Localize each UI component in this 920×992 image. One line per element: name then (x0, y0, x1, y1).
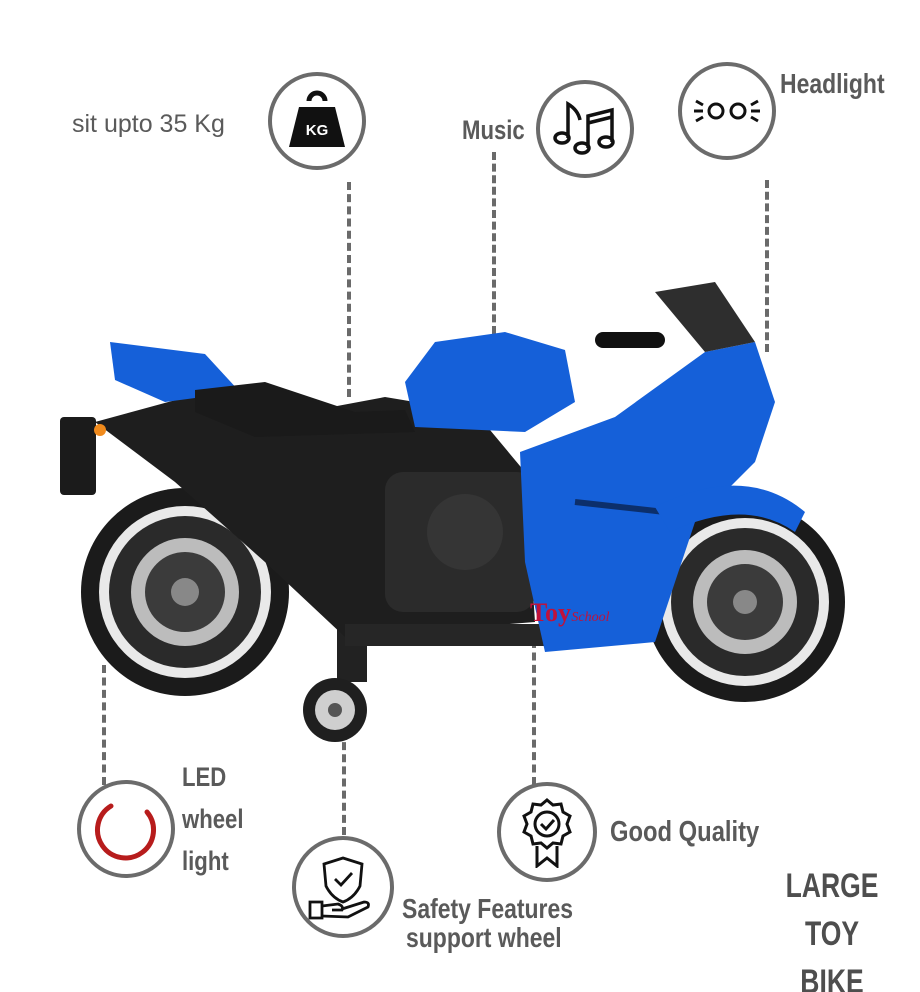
led-line1: LED (182, 762, 227, 792)
toy-motorbike-image (60, 282, 845, 742)
safety-connector (342, 730, 346, 835)
music-circle (536, 80, 634, 178)
quality-label: Good Quality (610, 816, 760, 848)
headlight-label: Headlight (780, 68, 885, 99)
safety-circle (292, 836, 394, 938)
music-connector (492, 152, 496, 334)
led-circle (77, 780, 175, 878)
product-title-line1: LARGE TOY (785, 867, 879, 953)
safety-line1: Safety Features (402, 893, 574, 924)
product-title: LARGE TOY BIKE (770, 862, 895, 992)
weight-badge: KG (306, 122, 329, 139)
music-notes-icon (553, 100, 615, 155)
led-connector (102, 665, 106, 785)
rear-wheel (81, 488, 289, 696)
headlight-icon (694, 99, 760, 123)
safety-line2: support wheel (406, 922, 562, 953)
weight-connector (347, 182, 351, 397)
headlight-connector (765, 180, 769, 352)
product-title-line2: BIKE (800, 963, 864, 992)
led-line2: wheel (182, 804, 244, 834)
quality-badge-icon (522, 798, 572, 868)
brand-watermark: Toy School (530, 598, 610, 628)
music-label: Music (462, 115, 525, 145)
weight-label: sit upto 35 Kg (72, 110, 225, 138)
led-ring-icon (95, 803, 156, 861)
brand-sub: School (571, 610, 610, 625)
shield-hand-icon (308, 856, 370, 920)
brand-main: Toy (530, 598, 571, 627)
led-line3: light (182, 846, 229, 876)
quality-circle (497, 782, 597, 882)
weight-kg-icon: KG (289, 90, 345, 147)
weight-circle: KG (268, 72, 366, 170)
headlight-circle (678, 62, 776, 160)
quality-connector (532, 640, 536, 785)
front-wheel (645, 502, 845, 702)
